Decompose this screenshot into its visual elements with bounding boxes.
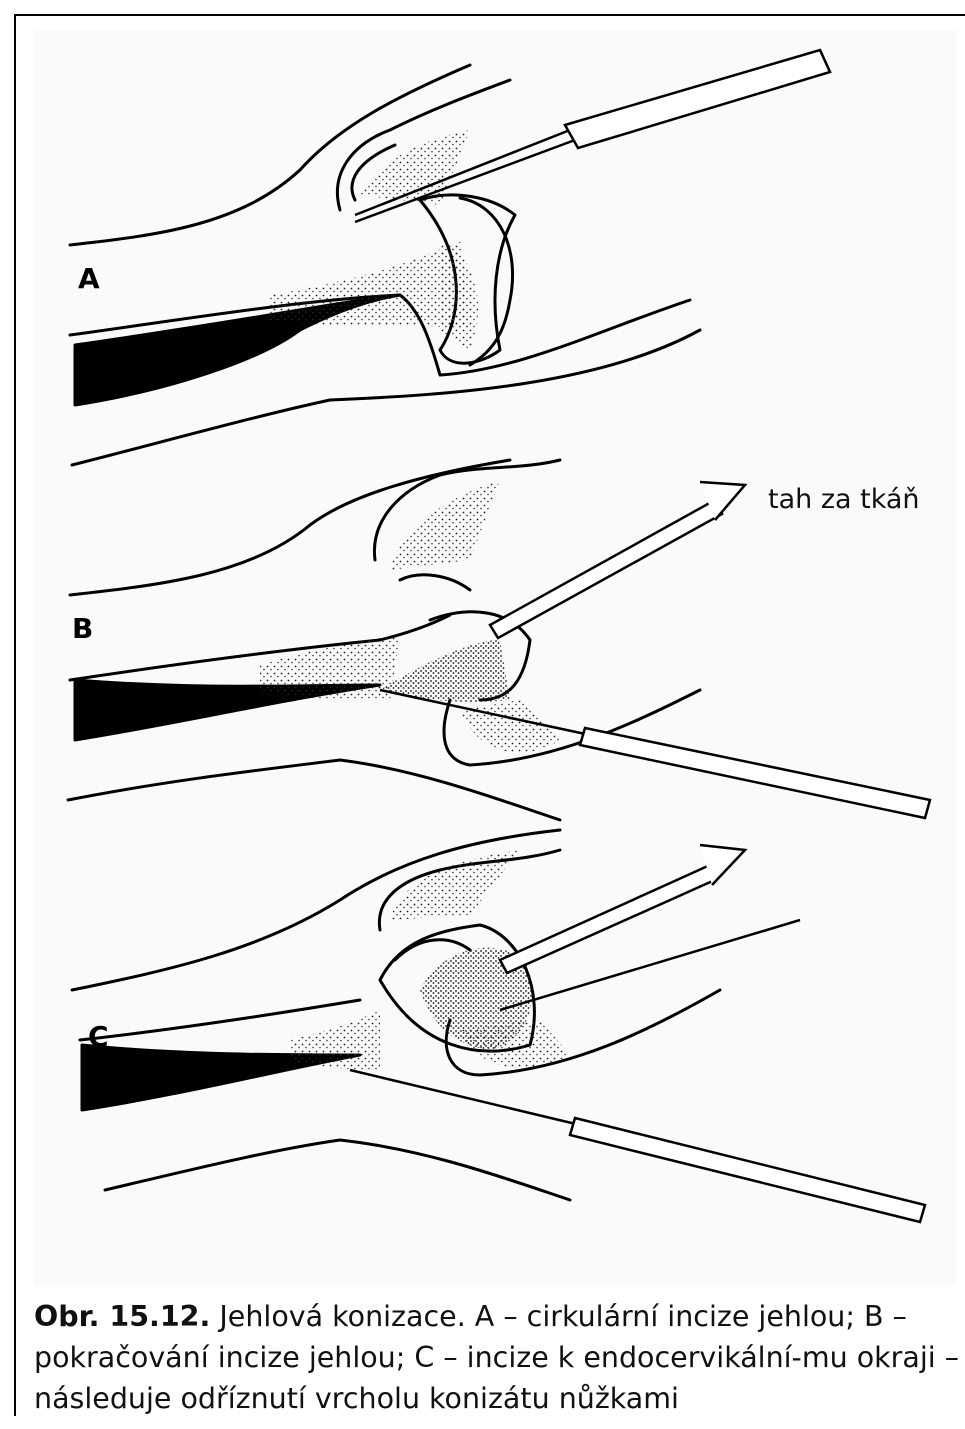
needle-b xyxy=(380,690,930,818)
panel-label-b: B xyxy=(72,612,93,645)
figure-caption: Obr. 15.12. Jehlová konizace. A – cirkul… xyxy=(34,1296,959,1419)
panel-label-a: A xyxy=(78,262,100,295)
panel-label-c: C xyxy=(88,1020,109,1053)
traction-hook-c xyxy=(500,845,745,973)
traction-annotation: tah za tkáň xyxy=(768,484,920,515)
figure-number: Obr. 15.12. xyxy=(34,1300,210,1333)
traction-hook-b xyxy=(490,482,745,638)
needle-c xyxy=(350,920,925,1222)
needle-a xyxy=(355,50,830,222)
